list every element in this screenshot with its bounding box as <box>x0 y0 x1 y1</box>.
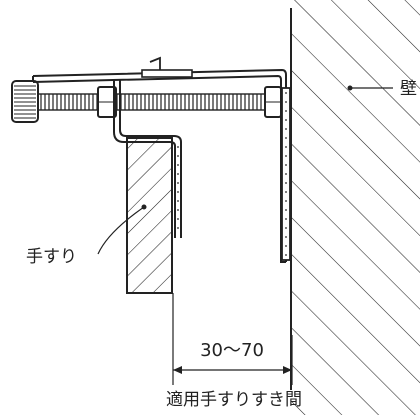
handrail-callout: 手すり <box>26 204 147 267</box>
screw-rod <box>37 93 271 111</box>
handrail-section <box>126 137 173 294</box>
wall-callout: 壁 <box>347 79 417 99</box>
nut-left <box>97 86 117 118</box>
wall <box>290 0 420 415</box>
top-plate <box>32 68 287 263</box>
dimension-value: 30〜70 <box>200 340 264 361</box>
handrail-label: 手すり <box>26 247 77 267</box>
gap-dimension: 30〜70 <box>172 293 293 385</box>
clamp-arm <box>113 80 182 238</box>
clip-tab <box>141 56 193 78</box>
adjust-knob <box>11 80 39 123</box>
caption: 適用手すりすき間 <box>166 390 302 410</box>
wall-pad <box>281 87 291 261</box>
nut-right <box>264 86 282 118</box>
wall-label: 壁 <box>400 79 417 99</box>
